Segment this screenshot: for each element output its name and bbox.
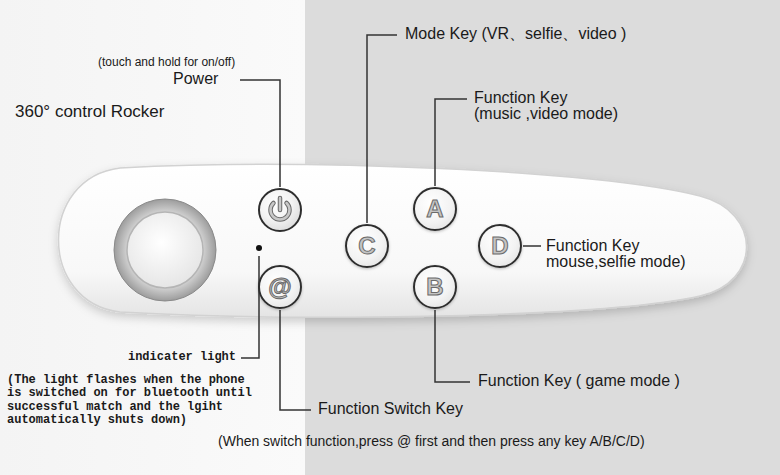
- remote-body: [59, 164, 747, 317]
- indicator-light: [256, 245, 262, 251]
- key-letter: A: [426, 197, 443, 221]
- round-key: C: [345, 224, 389, 268]
- leader-line: [240, 80, 280, 187]
- callout-label: Function Key mouse,selfie mode): [546, 238, 706, 270]
- key-letter: C: [358, 234, 375, 258]
- key-letter: D: [491, 234, 508, 258]
- callout-label: Function Switch Key: [318, 401, 463, 417]
- key-letter: @: [268, 275, 291, 299]
- round-key: @: [258, 265, 302, 309]
- leader-line: [367, 35, 397, 223]
- leader-line: [241, 256, 259, 358]
- power-symbol-outline: [278, 198, 283, 210]
- power-button: [259, 189, 301, 231]
- leader-line: [523, 245, 541, 247]
- round-key: A: [413, 187, 457, 231]
- callout-label: Mode Key (VR、selfie、video ): [405, 26, 626, 42]
- key-letter: B: [426, 275, 443, 299]
- callout-label: Power: [173, 71, 218, 87]
- callout-note: (The light flashes when the phone is swi…: [7, 374, 261, 428]
- power-symbol: [279, 198, 282, 210]
- leader-line: [280, 310, 311, 410]
- callout-label: Function Key ( game mode ): [478, 373, 680, 389]
- callout-note: (touch and hold for on/off): [98, 56, 235, 68]
- part-label: 360° control Rocker: [15, 103, 164, 120]
- rocker-ring: [114, 199, 216, 301]
- callout-label: Function Key (music ,video mode): [474, 90, 639, 122]
- callout-label: indicater light: [116, 351, 236, 363]
- rocker-cap: [127, 212, 203, 288]
- leader-line: [435, 310, 470, 382]
- leader-line: [435, 99, 467, 186]
- round-key: B: [413, 265, 457, 309]
- usage-note: (When switch function,press @ first and …: [218, 434, 645, 448]
- round-key: D: [478, 224, 522, 268]
